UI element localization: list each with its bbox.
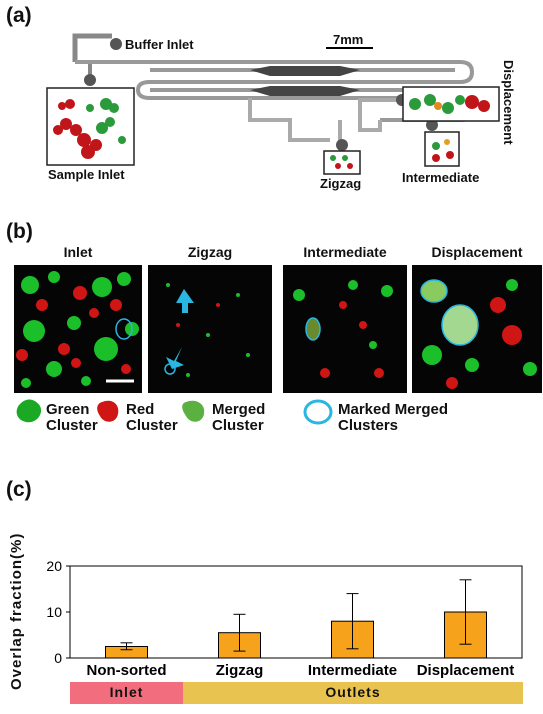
y-tick-label: 20	[46, 558, 62, 574]
inlet-band-label: Inlet	[109, 684, 144, 700]
y-tick-label: 10	[46, 604, 62, 620]
sample-inlet-box	[46, 87, 135, 166]
inlet-band	[70, 682, 183, 704]
micrograph-displacement	[412, 265, 542, 393]
bar-non-sorted	[105, 646, 148, 659]
zigzag-label: Zigzag	[320, 176, 362, 191]
outlets-band	[183, 682, 523, 704]
sample-inlet-label: Sample Inlet	[48, 167, 125, 182]
bar-displacement	[444, 611, 487, 659]
sample-inlet-port	[84, 74, 96, 86]
panel-c-label: (c)	[6, 478, 32, 501]
y-tick-label: 0	[54, 650, 62, 666]
legend-red-line2: Cluster	[126, 417, 178, 434]
panel-b-label: (b)	[6, 220, 33, 243]
displacement-label: Displacement	[501, 60, 516, 145]
legend-red-line1: Red	[126, 401, 155, 418]
red-cluster-icon	[97, 400, 119, 422]
bar-zigzag	[218, 632, 261, 659]
legend-marked-line1: Marked Merged	[338, 401, 449, 418]
intermediate-label: Intermediate	[402, 170, 480, 185]
legend-green-line1: Green	[46, 401, 90, 418]
arrow-up-icon	[176, 289, 194, 313]
arrow-down-icon	[166, 347, 184, 369]
x-tick-label: Intermediate	[308, 662, 397, 679]
title-intermediate: Intermediate	[303, 244, 387, 260]
x-tick-label: Displacement	[417, 662, 515, 679]
marked-cluster-icon	[303, 399, 333, 425]
title-inlet: Inlet	[63, 244, 93, 260]
y-axis-label: Overlap fraction(%)	[8, 532, 25, 690]
legend-merged-line2: Cluster	[212, 417, 264, 434]
micrograph-zigzag	[148, 265, 272, 393]
outlets-band-label: Outlets	[325, 684, 381, 700]
plot-frame	[69, 565, 523, 659]
legend-green-line2: Cluster	[46, 417, 98, 434]
legend-marked-line2: Clusters	[338, 417, 399, 434]
title-displacement: Displacement	[431, 244, 523, 260]
micrograph-intermediate	[283, 265, 407, 393]
legend-merged-line1: Merged	[212, 401, 266, 418]
buffer-inlet-label: Buffer Inlet	[125, 37, 194, 52]
green-cluster-icon	[16, 399, 42, 423]
micrograph-inlet	[14, 265, 142, 393]
intermediate-box	[424, 131, 460, 167]
zigzag-box	[323, 150, 361, 175]
panel-a-label: (a)	[6, 4, 32, 27]
displacement-box	[402, 86, 500, 122]
bar-intermediate	[331, 620, 374, 659]
buffer-inlet-port	[110, 38, 122, 50]
x-tick-label: Non-sorted	[87, 662, 167, 679]
merged-cluster-icon	[182, 400, 205, 422]
x-tick-label: Zigzag	[216, 662, 264, 679]
scale-label: 7mm	[333, 32, 364, 47]
title-zigzag: Zigzag	[187, 244, 233, 260]
